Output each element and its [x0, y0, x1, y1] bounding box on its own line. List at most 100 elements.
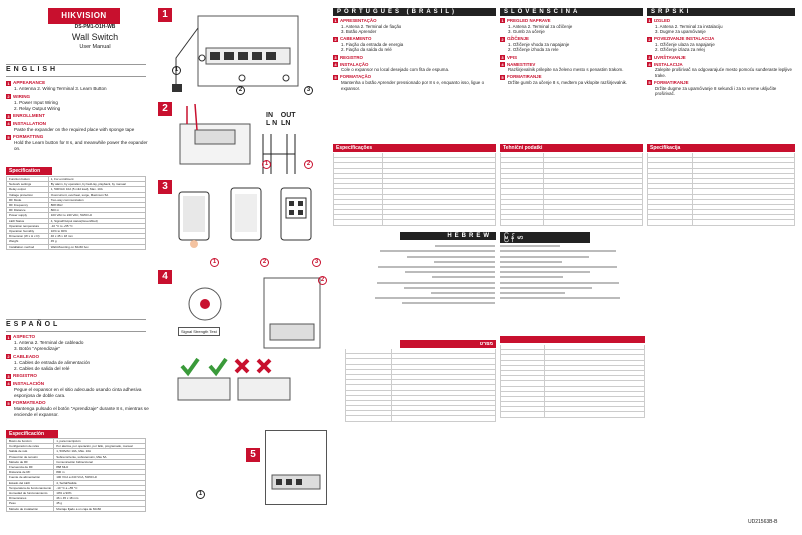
spec-label: Distancia de RF [5, 469, 55, 476]
section-body: 1. Antena 2. Terminal za ožičenje 3. Gum… [508, 23, 573, 35]
formatting-drawing-icon [271, 474, 321, 490]
spec-divider [382, 158, 384, 163]
spec-divider [390, 390, 392, 395]
spec-divider [390, 364, 392, 369]
spec-divider [543, 178, 545, 184]
spec-row [500, 204, 643, 211]
text-line [500, 265, 617, 268]
text-line [379, 250, 495, 253]
spec-divider [691, 173, 693, 178]
section-number: 5 [6, 400, 11, 406]
device-drawing-icon [172, 15, 299, 92]
spec-row [500, 360, 645, 366]
divider [6, 76, 146, 77]
callout-1: 1 [262, 160, 271, 169]
spec-divider [543, 199, 545, 204]
text-line [500, 260, 562, 263]
callout-1: 1 [196, 490, 205, 499]
spec-divider [691, 158, 693, 163]
section-number: 5 [6, 134, 11, 140]
spec-row [647, 199, 795, 205]
spec-divider [382, 168, 384, 173]
spec-table-hebrew [345, 349, 496, 422]
text-line [500, 297, 620, 300]
spec-row [345, 416, 496, 422]
spec-row [647, 220, 795, 226]
spec-divider [691, 204, 693, 210]
spec-divider [543, 365, 545, 370]
section-number: 4 [333, 61, 338, 67]
spec-row [333, 163, 496, 169]
section-number: 3 [500, 54, 505, 60]
spec-row [500, 189, 643, 195]
figure-enrollment [175, 182, 325, 262]
spec-row [500, 376, 645, 382]
wiring-drawing-icon [179, 103, 296, 174]
spec-divider [543, 381, 545, 386]
doc-subtitle: User Manual [79, 44, 111, 50]
spec-label: Temperatura de funcionamiento [5, 484, 55, 492]
spec-divider [390, 395, 392, 400]
spec-divider [382, 163, 384, 168]
spec-divider [691, 178, 693, 184]
spec-divider [382, 210, 384, 215]
spec-divider [390, 416, 392, 421]
spec-row [647, 173, 795, 179]
spec-row [500, 215, 643, 221]
spec-row [647, 194, 795, 200]
section-title: FORMATEADO [13, 400, 46, 405]
spec-row [647, 215, 795, 221]
spec-row [333, 158, 496, 164]
section-number: 4 [6, 381, 11, 386]
section-body: 1. Antenna 2. Wiring Terminal 3. Learn B… [14, 86, 107, 91]
figure-number-3: 3 [158, 180, 172, 194]
lang-heading-slovenian: SLOVENŠČINA [500, 8, 643, 16]
spec-divider [691, 189, 693, 194]
spec-row [345, 374, 496, 381]
figure-wiring [175, 103, 325, 174]
spec-divider [543, 376, 545, 381]
spec-divider [543, 402, 545, 407]
spec-row [333, 215, 496, 221]
spec-table-portuguese [333, 153, 496, 226]
section-number: 5 [500, 74, 505, 80]
spec-row [500, 381, 645, 387]
installation-drawing-icon [177, 277, 321, 401]
spec-row [647, 204, 795, 211]
spec-row [647, 178, 795, 185]
section-title: OŽIČENJE [507, 36, 529, 42]
spec-heading-hebrew: מפרט [400, 340, 496, 348]
section-number: 1 [6, 80, 11, 86]
divider [6, 319, 146, 320]
signal-strength-label: Signal Strength Test [178, 327, 220, 336]
spec-divider [543, 173, 545, 178]
spec-label: Fuente de alimentación [5, 474, 55, 481]
spec-row [647, 184, 795, 190]
spec-divider [543, 158, 545, 163]
section-body: Zalepite proširivač na odgovarajuće mest… [655, 67, 792, 78]
brand-logo: HIKVISION [48, 8, 120, 24]
lang-heading-portuguese: PORTUGUÊS (BRASIL) [333, 8, 496, 16]
